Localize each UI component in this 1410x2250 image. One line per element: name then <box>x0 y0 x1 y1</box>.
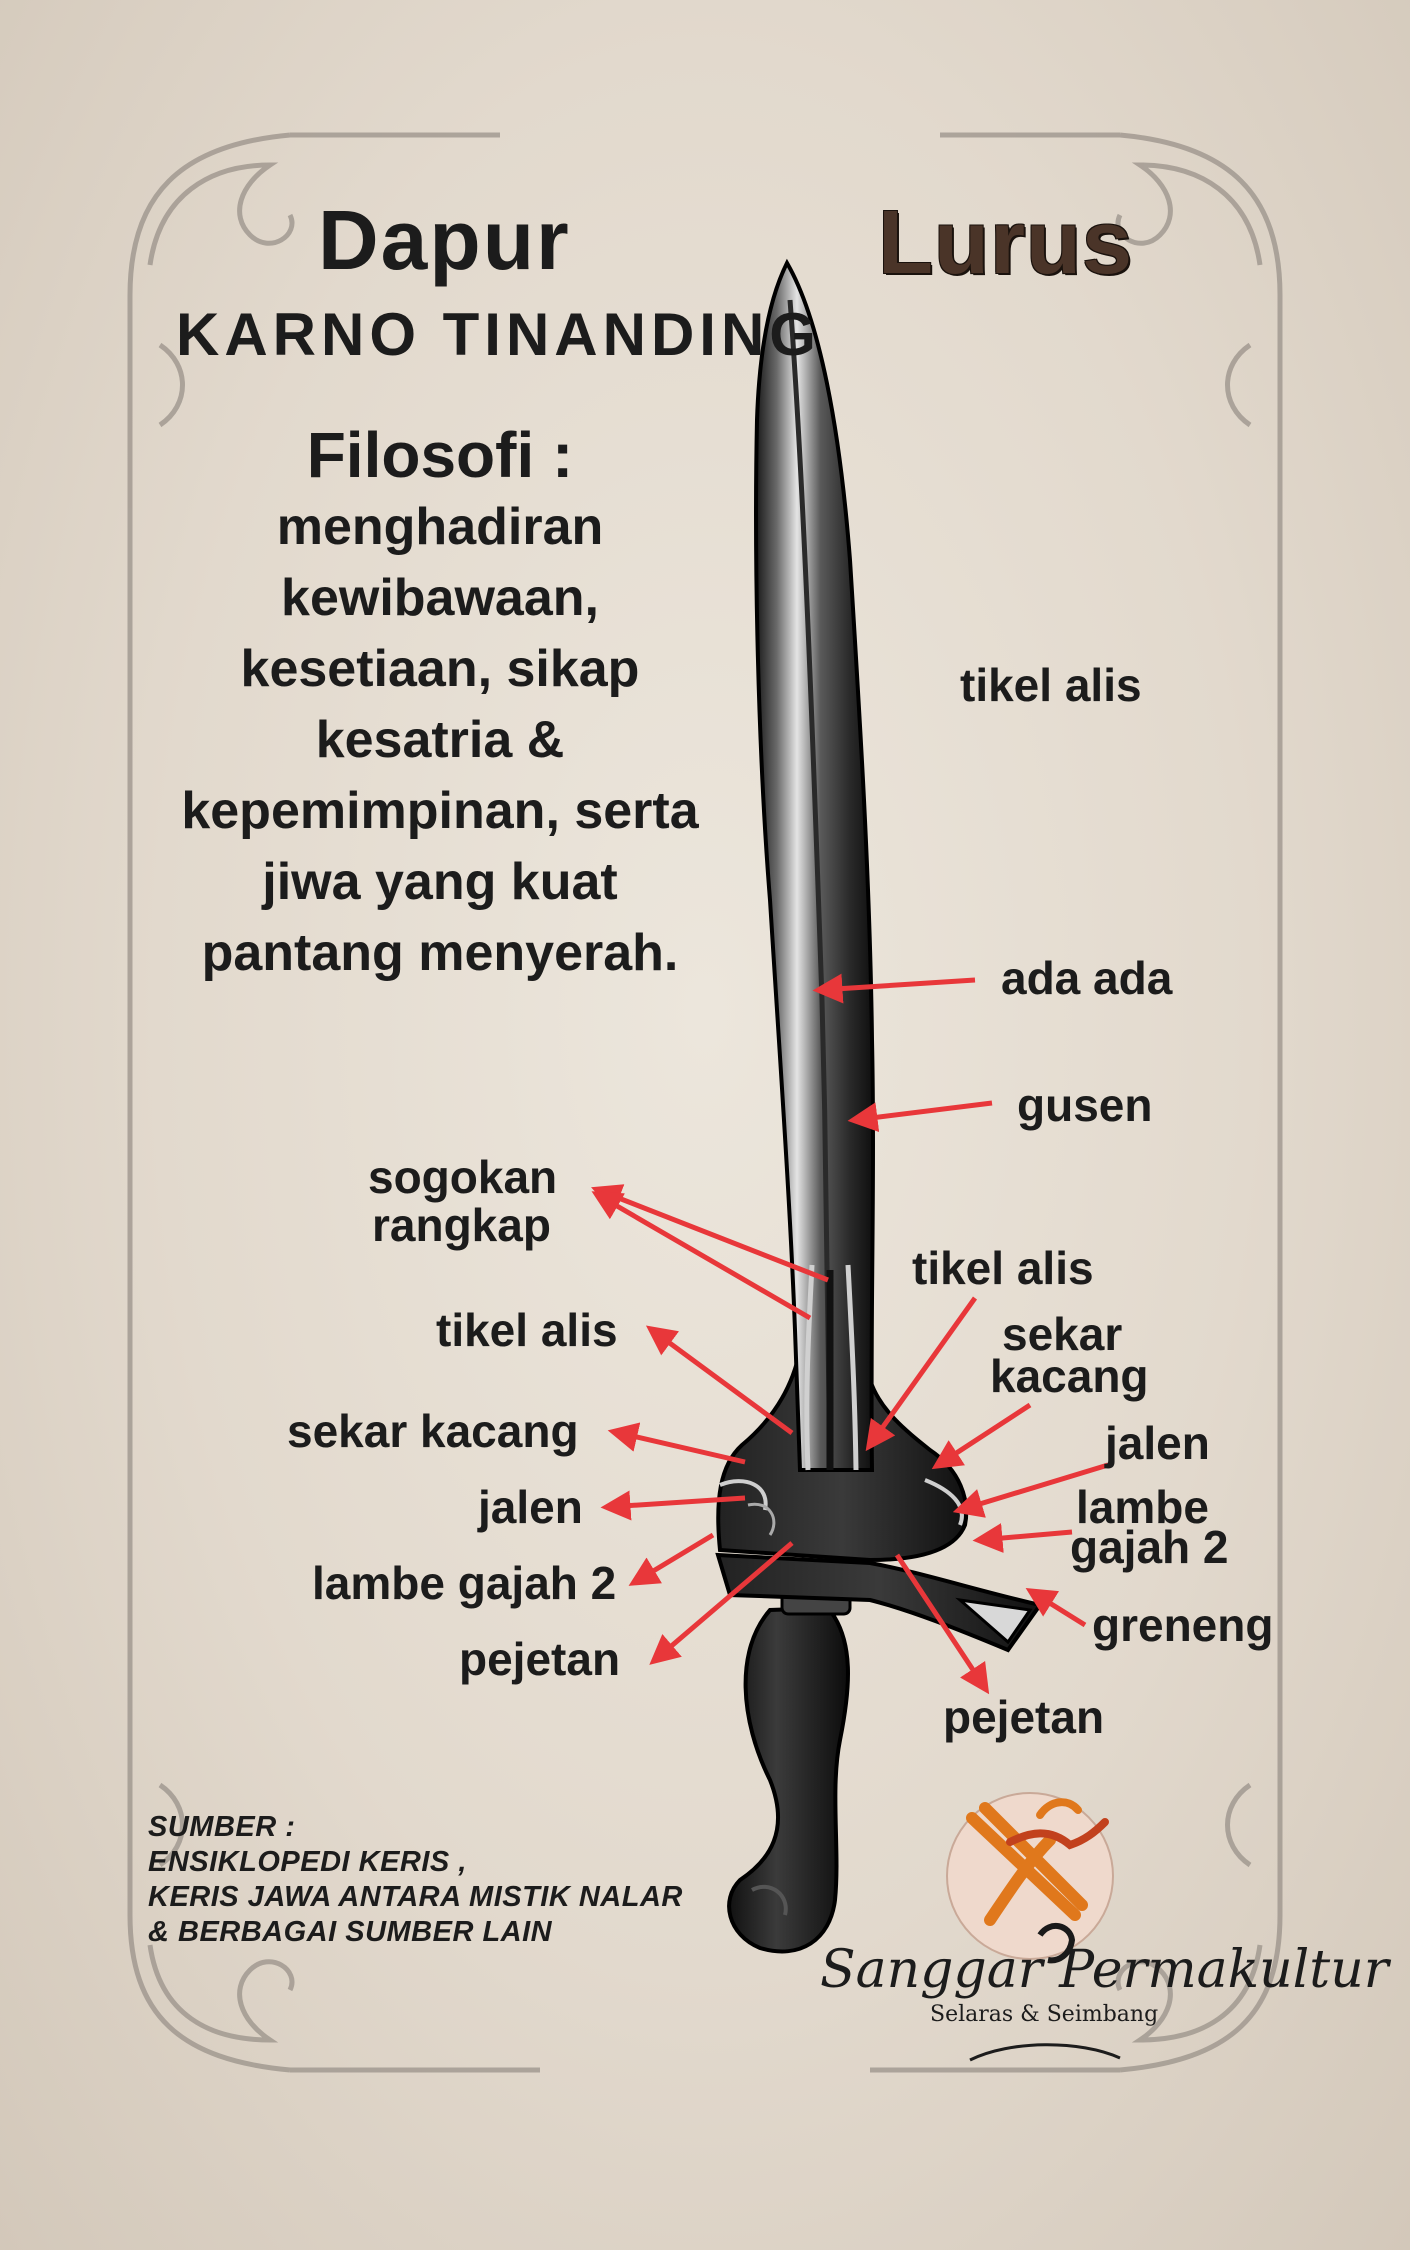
title-dapur: Dapur <box>318 193 571 287</box>
filosofi-line: jiwa yang kuat <box>262 853 618 911</box>
arrow-pejetan-left <box>649 1541 794 1665</box>
arrow-ada-ada <box>812 973 976 1004</box>
filosofi-line: kesatria & <box>315 711 565 769</box>
source-line: ENSIKLOPEDI KERIS , <box>148 1846 467 1878</box>
arrow-sekar-kacang-left <box>607 1422 746 1465</box>
filosofi-line: pantang menyerah. <box>201 924 679 982</box>
label-sekar: sekar <box>1002 1308 1123 1360</box>
label-ada-ada: ada ada <box>1001 952 1173 1004</box>
label-sogokan: sogokan <box>368 1151 558 1203</box>
label-kacang: kacang <box>990 1350 1149 1402</box>
arrow-tikel-alis-right <box>865 1296 978 1452</box>
filosofi-line: kepemimpinan, serta <box>181 782 699 840</box>
arrow-lambe-gajah-right <box>972 1523 1073 1553</box>
label-rangkap: rangkap <box>372 1199 551 1251</box>
arrow-pejetan-right <box>894 1553 990 1695</box>
label-pejetan-left: pejetan <box>459 1633 621 1685</box>
label-tikel-alis-left: tikel alis <box>436 1304 618 1356</box>
label-lambe: lambe <box>1076 1481 1209 1533</box>
filosofi-line: kewibawaan, <box>281 569 599 627</box>
sources-block: SUMBER : ENSIKLOPEDI KERIS , KERIS JAWA … <box>148 1810 683 1950</box>
title-lurus: Lurus <box>878 193 1134 293</box>
label-tikel-alis-top: tikel alis <box>960 659 1142 711</box>
label-sekar-kacang-left: sekar kacang <box>287 1405 579 1457</box>
subtitle-karno-tinanding: KARNO TINANDING <box>176 301 821 368</box>
filosofi-line: menghadiran <box>276 498 604 556</box>
keris-hilt <box>727 1605 850 1954</box>
sources-heading: SUMBER : <box>148 1811 296 1843</box>
label-gajah-2: gajah 2 <box>1070 1521 1229 1573</box>
arrow-sogokan-1 <box>591 1184 829 1283</box>
arrow-jalen-right <box>952 1462 1109 1518</box>
brand-name: Sanggar Permakultur <box>820 1940 1389 2000</box>
arrow-jalen-left <box>600 1490 746 1521</box>
arrow-sogokan-2 <box>591 1191 812 1321</box>
filosofi-line: kesetiaan, sikap <box>240 640 640 698</box>
source-line: & BERBAGAI SUMBER LAIN <box>148 1916 553 1948</box>
filosofi-text: menghadiran kewibawaan, kesetiaan, sikap… <box>100 492 780 989</box>
arrow-gusen <box>847 1100 993 1133</box>
arrow-tikel-alis-left <box>645 1325 794 1436</box>
keris-ganja <box>715 1552 1044 1653</box>
label-jalen-left: jalen <box>478 1481 583 1533</box>
label-lambe-gajah-left: lambe gajah 2 <box>312 1557 617 1609</box>
label-tikel-alis-right: tikel alis <box>912 1242 1094 1294</box>
arrow-lambe-gajah-left <box>628 1532 715 1586</box>
filosofi-heading: Filosofi : <box>306 419 574 491</box>
keris-blade <box>754 258 875 1472</box>
label-gusen: gusen <box>1017 1079 1153 1131</box>
arrow-greneng <box>1025 1588 1087 1628</box>
arrow-sekar-kacang-right <box>931 1402 1032 1470</box>
label-jalen-right: jalen <box>1105 1417 1210 1469</box>
source-line: KERIS JAWA ANTARA MISTIK NALAR <box>148 1881 683 1913</box>
label-greneng: greneng <box>1092 1599 1274 1651</box>
label-pejetan-right: pejetan <box>943 1691 1105 1743</box>
brand-tagline: Selaras & Seimbang <box>930 2002 1159 2027</box>
